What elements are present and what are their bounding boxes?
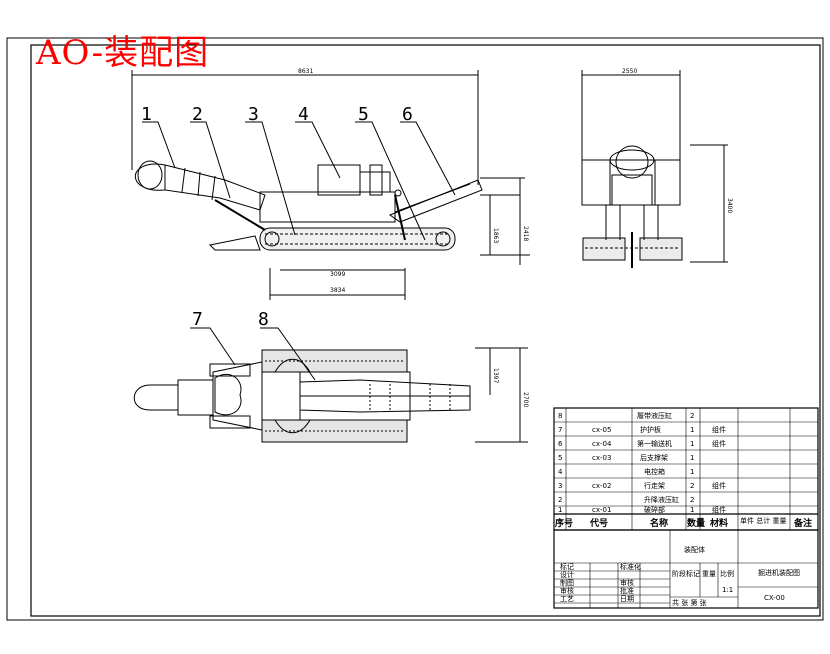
bom-name-1: 破碎部	[644, 505, 665, 514]
bom-qty-4: 1	[690, 468, 694, 476]
dim-side-track-total: 3834	[330, 287, 345, 294]
bom-qty-6: 1	[690, 440, 694, 448]
bom-no-6: 6	[558, 440, 563, 448]
drawing-number: CX-00	[764, 594, 785, 602]
bill-of-materials: 8 履带液压缸 2 7 cx-05 护护板 1 组件 6 cx-04 第一输送机…	[553, 407, 819, 531]
bom-no-8: 8	[558, 412, 562, 420]
tb-row-process: 工艺	[560, 595, 574, 603]
bom-no-1: 1	[558, 506, 562, 514]
drawing-name: 掘进机装配图	[758, 568, 800, 577]
callout-numbers-side: 1 2 3 4 5 6	[141, 104, 413, 125]
bom-header-name: 名称	[650, 517, 668, 529]
bom-qty-3: 2	[690, 482, 694, 490]
bom-header-qty: 数量	[687, 517, 705, 529]
dim-plan-width-2: 2700	[522, 392, 529, 407]
tb-scale-value: 1:1	[722, 586, 733, 594]
side-view-dimensions: 8631 1863 2418 3099 3834	[298, 68, 529, 294]
assembly-label: 装配体	[684, 545, 705, 554]
dim-side-height-2: 2418	[522, 226, 529, 241]
dim-plan-width-1: 1397	[492, 368, 499, 383]
bom-code-3: cx-02	[592, 482, 611, 490]
bom-name-7: 护护板	[640, 425, 661, 434]
bom-mat-7: 组件	[712, 425, 726, 434]
callout-numbers-plan: 7 8	[192, 309, 269, 330]
bom-header-code: 代号	[589, 517, 608, 529]
bom-mat-6: 组件	[712, 439, 726, 448]
plan-view-dimensions: 1397 2700	[492, 368, 529, 407]
tb-mid-review: 审核	[620, 578, 634, 587]
bom-qty-7: 1	[690, 426, 694, 434]
front-view-dimensions: 2550 3400	[622, 68, 733, 213]
dim-side-track-length: 3099	[330, 271, 345, 278]
bom-no-4: 4	[558, 468, 563, 476]
bom-mat-1: 组件	[712, 505, 726, 514]
bom-no-2: 2	[558, 496, 562, 504]
front-view	[581, 70, 728, 268]
callout-7: 7	[192, 309, 203, 330]
callout-3: 3	[248, 104, 259, 125]
bom-qty-1: 1	[690, 506, 694, 514]
inner-border	[30, 44, 821, 617]
callout-8: 8	[258, 309, 269, 330]
bom-qty-2: 2	[690, 496, 694, 504]
bom-header-note: 备注	[793, 517, 812, 529]
bom-header-no: 序号	[555, 517, 573, 529]
bom-name-2: 升降液压缸	[644, 495, 679, 504]
callout-1: 1	[141, 104, 152, 125]
bom-code-6: cx-04	[592, 440, 612, 448]
bom-qty-8: 2	[690, 412, 694, 420]
bom-qty-5: 1	[690, 454, 694, 462]
bom-header-material: 材料	[709, 517, 728, 529]
side-view	[131, 70, 530, 300]
tb-row-review: 审核	[560, 586, 574, 595]
bom-no-7: 7	[558, 426, 562, 434]
bom-name-6: 第一输送机	[637, 439, 672, 448]
dim-side-total-length: 8631	[298, 68, 313, 75]
tb-stage-mark: 阶段标记	[672, 569, 700, 578]
tb-mid-approve: 批准	[620, 586, 634, 595]
bom-header-weight: 单件 总计 重量	[740, 516, 786, 525]
bom-code-5: cx-03	[592, 454, 611, 462]
plan-view	[133, 327, 528, 443]
tb-mid-standard: 标准化	[620, 562, 641, 571]
bom-name-3: 行走架	[644, 481, 665, 490]
outer-border	[6, 37, 824, 621]
drawing-title: AO-装配图	[36, 33, 210, 73]
dim-front-width: 2550	[622, 68, 637, 75]
bom-no-3: 3	[558, 482, 562, 490]
callout-6: 6	[402, 104, 413, 125]
callout-5: 5	[358, 104, 369, 125]
callout-2: 2	[192, 104, 203, 125]
dim-side-height-1: 1863	[492, 228, 499, 243]
bom-name-8: 履带液压缸	[637, 411, 672, 420]
bom-name-4: 电控箱	[644, 467, 665, 476]
bom-name-5: 后支撑架	[640, 453, 668, 462]
bom-code-7: cx-05	[592, 426, 611, 434]
tb-row-design: 设计	[560, 570, 574, 579]
callout-4: 4	[298, 104, 309, 125]
tb-scale-label: 比例	[720, 569, 734, 578]
bom-code-1: cx-01	[592, 506, 611, 514]
tb-weight: 重量	[702, 570, 716, 578]
title-block: 装配体 掘进机装配图 CX-00 共 张 第 张 标记 设计 制图 审核 工艺 …	[553, 529, 819, 609]
tb-row-draw: 制图	[560, 578, 574, 587]
tb-row-mark: 标记	[560, 562, 574, 571]
bom-no-5: 5	[558, 454, 562, 462]
bom-mat-3: 组件	[712, 481, 726, 490]
tb-mid-date: 日期	[620, 595, 634, 603]
sheet-info: 共 张 第 张	[672, 598, 707, 607]
dim-front-height: 3400	[726, 198, 733, 213]
